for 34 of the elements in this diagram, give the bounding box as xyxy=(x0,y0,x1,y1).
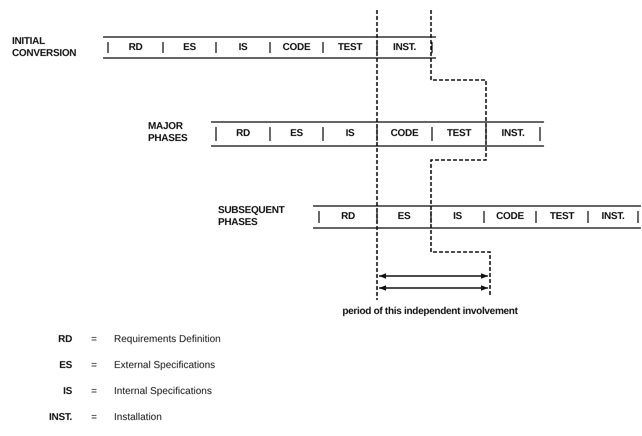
equals-sign: = xyxy=(90,334,98,346)
phase-label: CODE xyxy=(390,128,420,139)
definition-text: Internal Specifications xyxy=(114,386,213,398)
row-title: MAJOR PHASES xyxy=(148,121,188,145)
phase-label: ES xyxy=(182,42,197,53)
phase-label: IS xyxy=(344,128,356,139)
phase-label: RD xyxy=(128,42,144,53)
definition-text: Installation xyxy=(114,412,163,424)
equals-sign: = xyxy=(90,386,98,398)
abbreviation: INST. xyxy=(48,412,72,424)
phase-label: CODE xyxy=(282,42,312,53)
row-title: SUBSEQUENT PHASES xyxy=(218,205,286,229)
phase-label: CODE xyxy=(495,211,525,222)
phase-label: IS xyxy=(238,42,248,53)
equals-sign: = xyxy=(90,412,98,424)
abbreviation: IS xyxy=(62,386,72,398)
period-caption: period of this independent involvement xyxy=(341,306,519,318)
abbreviation: ES xyxy=(58,360,72,372)
phase-label: TEST xyxy=(336,42,364,53)
phase-label: TEST xyxy=(548,211,576,222)
phase-label: RD xyxy=(340,211,356,222)
phase-label: RD xyxy=(235,128,251,139)
equals-sign: = xyxy=(90,360,98,372)
definition-text: External Specifications xyxy=(114,360,216,372)
phase-label: INST. xyxy=(600,211,626,222)
abbreviation: RD xyxy=(57,334,72,346)
phase-label: TEST xyxy=(446,128,472,139)
phase-label: ES xyxy=(289,128,304,139)
row-title: INITIAL CONVERSION xyxy=(12,36,78,60)
phase-label: IS xyxy=(452,211,463,222)
phase-label: INST. xyxy=(500,128,526,139)
definition-text: Requirements Definition xyxy=(114,334,222,346)
phase-label: INST. xyxy=(392,42,417,53)
phase-label: ES xyxy=(396,211,412,222)
